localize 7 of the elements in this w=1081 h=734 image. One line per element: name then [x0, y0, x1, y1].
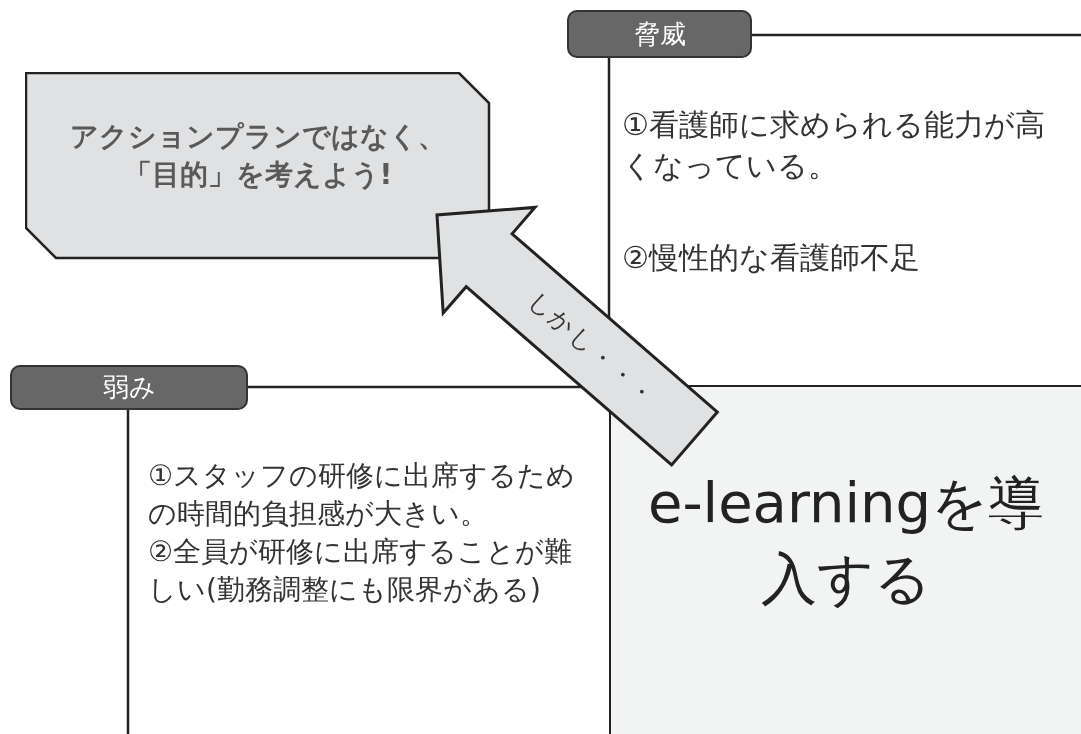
body-text: ②全員が研修に出席することが難しい(勤務調整にも限界がある)	[148, 534, 574, 608]
body-text: ①スタッフの研修に出席するための時間的負担感が大きい。	[148, 458, 577, 532]
body-text: ①看護師に求められる能力が高くなっている。	[622, 106, 1046, 185]
body-text: ②慢性的な看護師不足	[622, 239, 921, 277]
heading-tab: 脅威	[567, 10, 752, 58]
callout-box: アクションプランではなく、「目的」を考えよう!	[25, 72, 491, 260]
heading-tab: 弱み	[10, 365, 248, 410]
